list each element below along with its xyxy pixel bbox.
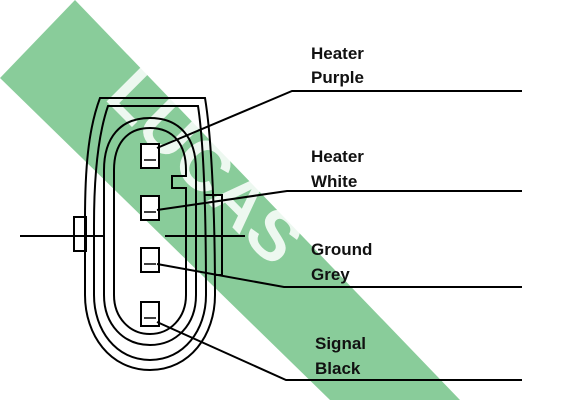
connector-outer-housing (84, 97, 217, 372)
pin-3-terminal (140, 247, 160, 273)
pin-3-label-function: Ground (311, 240, 372, 259)
leader-line-pin-2 (156, 190, 522, 211)
connector-latch (73, 216, 87, 252)
pin-4-label-function: Signal (315, 334, 366, 353)
pin-4-terminal (140, 301, 160, 327)
connector-inner-cavity (103, 116, 197, 347)
pin-3-label-color: Grey (311, 265, 350, 284)
pins (140, 143, 160, 327)
connector-mid-housing (93, 105, 208, 362)
leader-line-pin-1 (156, 90, 522, 149)
pin-2-label-function: Heater (311, 147, 364, 166)
labels: Heater Purple Heater White Ground Grey S… (311, 44, 372, 378)
pin-4-label-color: Black (315, 359, 361, 378)
pin-1-label-color: Purple (311, 68, 364, 87)
connector-keyway (113, 126, 187, 336)
leader-line-pin-4 (156, 321, 522, 381)
pin-1-terminal (140, 143, 160, 169)
pin-2-terminal (140, 195, 160, 221)
leader-lines (156, 90, 522, 381)
pin-2-label-color: White (311, 172, 357, 191)
pin-1-label-function: Heater (311, 44, 364, 63)
leader-line-pin-3 (156, 263, 522, 288)
